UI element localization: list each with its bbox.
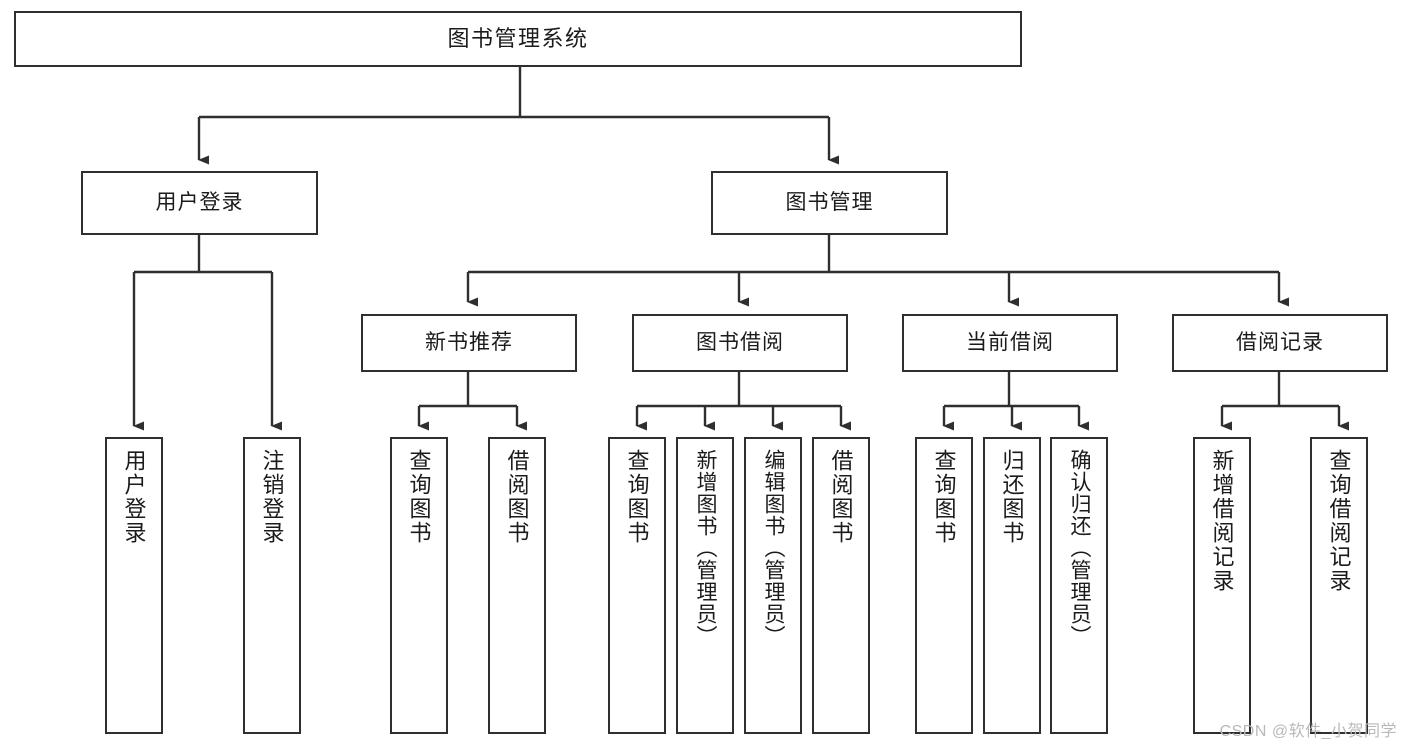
node-borrow-records[interactable]: 借阅记录 bbox=[1172, 314, 1388, 372]
node-label: 用户登录 bbox=[121, 449, 147, 545]
leaf-new-book-query[interactable]: 查询图书 bbox=[390, 437, 448, 734]
leaf-record-query-record[interactable]: 查询借阅记录 bbox=[1310, 437, 1368, 734]
leaf-borrow-edit-book-admin[interactable]: 编辑图书（管理员） bbox=[744, 437, 802, 734]
node-label: 新增借阅记录 bbox=[1209, 449, 1235, 593]
node-new-book-recommendation[interactable]: 新书推荐 bbox=[361, 314, 577, 372]
node-label: 借阅记录 bbox=[1236, 330, 1324, 354]
node-current-borrowing[interactable]: 当前借阅 bbox=[902, 314, 1118, 372]
node-label: 新增图书（管理员） bbox=[694, 449, 718, 647]
leaf-borrow-query-book[interactable]: 查询图书 bbox=[608, 437, 666, 734]
node-label: 归还图书 bbox=[999, 449, 1025, 545]
leaf-current-confirm-return-admin[interactable]: 确认归还（管理员） bbox=[1050, 437, 1108, 734]
node-label: 确认归还（管理员） bbox=[1068, 449, 1092, 647]
node-label: 查询图书 bbox=[931, 449, 957, 545]
node-user-login[interactable]: 用户登录 bbox=[81, 171, 318, 235]
csdn-watermark: CSDN @软件_小贺同学 bbox=[1219, 723, 1397, 740]
leaf-borrow-add-book-admin[interactable]: 新增图书（管理员） bbox=[676, 437, 734, 734]
leaf-logout[interactable]: 注销登录 bbox=[243, 437, 301, 734]
node-root-library-system[interactable]: 图书管理系统 bbox=[14, 11, 1022, 67]
leaf-current-return-book[interactable]: 归还图书 bbox=[983, 437, 1041, 734]
leaf-borrow-borrow-book[interactable]: 借阅图书 bbox=[812, 437, 870, 734]
node-label: 注销登录 bbox=[259, 449, 285, 545]
node-label: 借阅图书 bbox=[828, 449, 854, 545]
node-label: 查询图书 bbox=[624, 449, 650, 545]
node-label: 查询借阅记录 bbox=[1326, 449, 1352, 593]
node-label: 借阅图书 bbox=[504, 449, 530, 545]
node-label: 查询图书 bbox=[406, 449, 432, 545]
node-book-borrowing[interactable]: 图书借阅 bbox=[632, 314, 848, 372]
node-label: 用户登录 bbox=[155, 190, 244, 214]
node-label: 图书借阅 bbox=[696, 330, 784, 354]
leaf-record-add-record[interactable]: 新增借阅记录 bbox=[1193, 437, 1251, 734]
node-label: 编辑图书（管理员） bbox=[762, 449, 786, 647]
node-label: 图书管理 bbox=[785, 190, 874, 214]
node-label: 当前借阅 bbox=[966, 330, 1054, 354]
node-book-management[interactable]: 图书管理 bbox=[711, 171, 948, 235]
leaf-user-login[interactable]: 用户登录 bbox=[105, 437, 163, 734]
leaf-new-book-borrow[interactable]: 借阅图书 bbox=[488, 437, 546, 734]
node-label: 图书管理系统 bbox=[447, 26, 589, 52]
node-label: 新书推荐 bbox=[425, 330, 513, 354]
leaf-current-query-book[interactable]: 查询图书 bbox=[915, 437, 973, 734]
